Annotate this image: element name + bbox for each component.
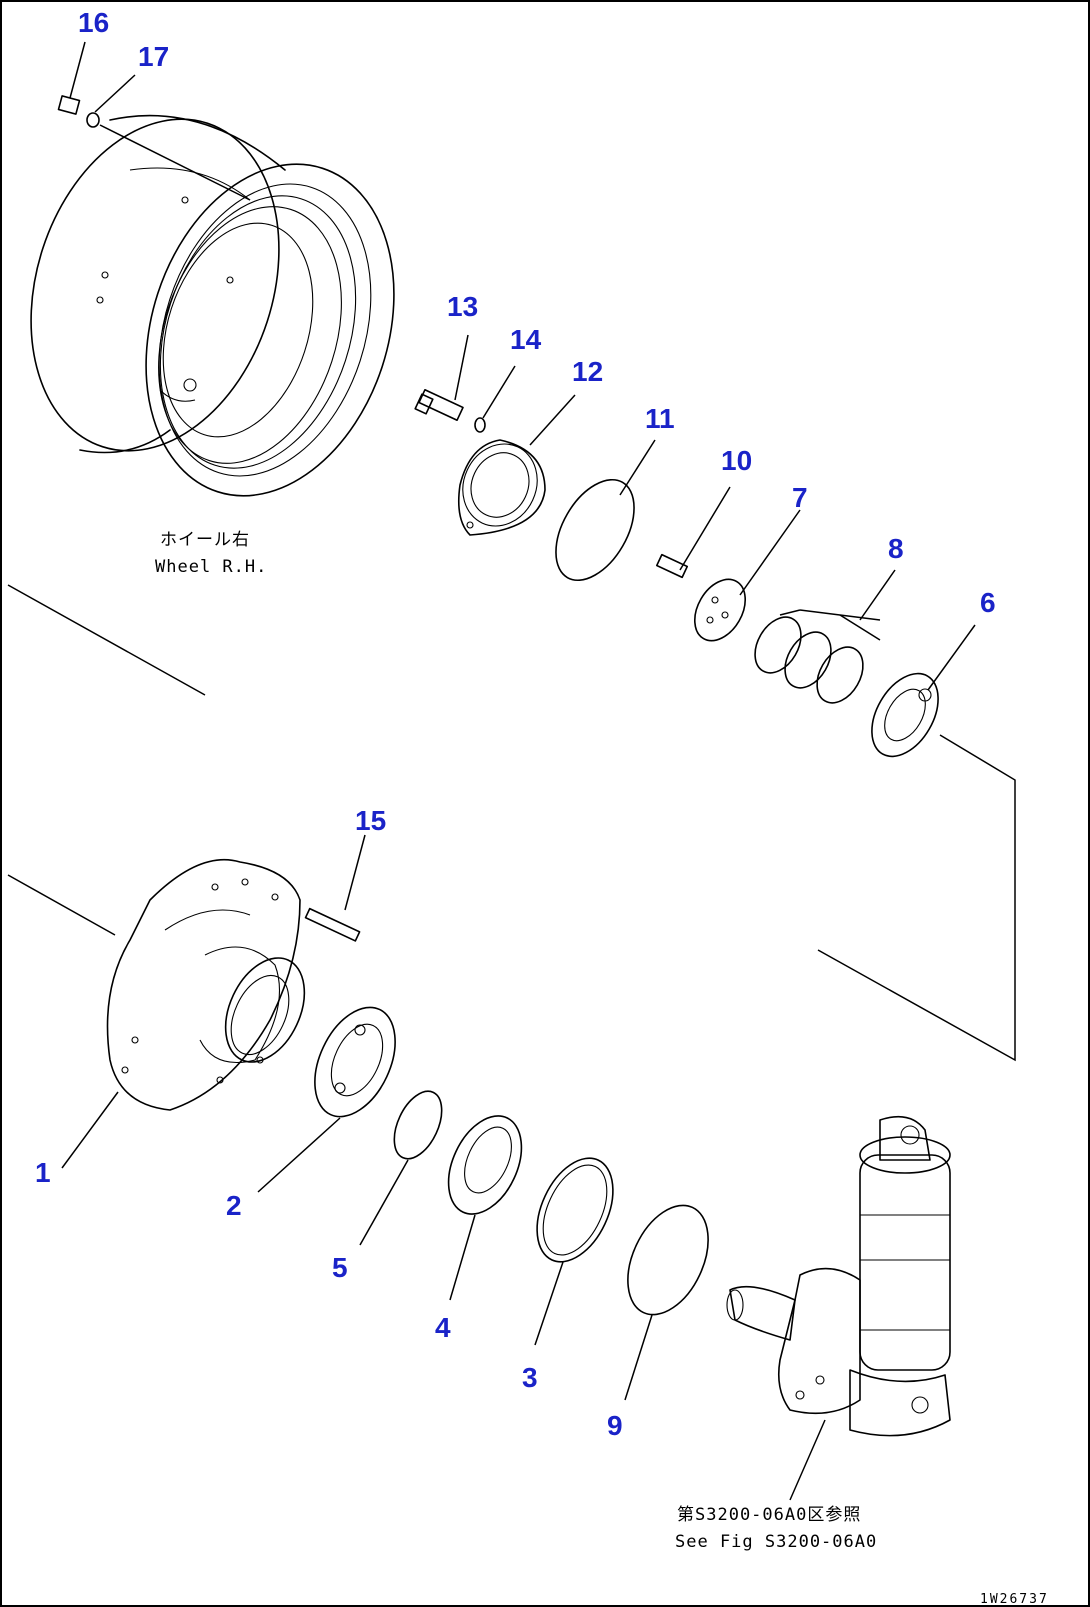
part-13-bolt <box>414 388 464 422</box>
callout-12[interactable]: 12 <box>572 356 603 387</box>
leader-4 <box>449 1214 476 1301</box>
part-5-snap-ring <box>393 1090 443 1160</box>
ref-label-en: See Fig S3200-06A0 <box>675 1532 877 1552</box>
callout-7[interactable]: 7 <box>792 482 808 513</box>
callout-15[interactable]: 15 <box>355 805 386 836</box>
callout-10[interactable]: 10 <box>721 445 752 476</box>
callout-17[interactable]: 17 <box>138 41 169 72</box>
part-7-plate <box>693 578 747 642</box>
callout-13[interactable]: 13 <box>447 291 478 322</box>
part-14-washer <box>474 417 486 433</box>
part-1-hub <box>106 858 306 1111</box>
part-3-ring <box>536 1157 614 1263</box>
callout-6[interactable]: 6 <box>980 587 996 618</box>
callout-4[interactable]: 4 <box>435 1312 451 1343</box>
leader-5 <box>359 1159 409 1246</box>
wheel-label-jp: ホイール右 <box>160 530 250 550</box>
leader-14 <box>482 365 516 419</box>
leader-17 <box>94 74 136 113</box>
part-17-washer <box>86 112 100 128</box>
wheel-rim <box>30 114 395 497</box>
callout-11[interactable]: 11 <box>645 403 675 434</box>
part-16-nut <box>57 95 81 115</box>
leader-15 <box>344 834 366 911</box>
leader-2 <box>257 1117 341 1193</box>
callout-3[interactable]: 3 <box>522 1362 538 1393</box>
axis-line-top <box>7 584 206 696</box>
part-9-gasket <box>627 1204 709 1316</box>
part-12-cover <box>457 439 546 536</box>
leader-11 <box>619 439 656 496</box>
part-2-bearing <box>314 1006 396 1118</box>
leader-9 <box>624 1314 653 1401</box>
callout-5[interactable]: 5 <box>332 1252 348 1283</box>
leader-6 <box>927 624 976 691</box>
callout-14[interactable]: 14 <box>510 324 542 355</box>
callout-9[interactable]: 9 <box>607 1410 623 1441</box>
axis-bracket-right <box>817 734 1016 1062</box>
leader-12 <box>529 394 576 446</box>
leader-1 <box>61 1091 119 1169</box>
drawing-code: 1W26737 <box>980 1592 1049 1607</box>
leader-13 <box>454 334 469 401</box>
axis-line-mid <box>7 874 116 936</box>
stud-line <box>99 124 251 201</box>
callout-8[interactable]: 8 <box>888 533 904 564</box>
callout-16[interactable]: 16 <box>78 7 109 38</box>
leader-ref <box>789 1419 826 1501</box>
part-15-bolt <box>304 907 361 942</box>
part-10-bolt <box>655 553 689 579</box>
part-6-bearing <box>871 672 939 758</box>
part-11-o-ring <box>555 478 635 582</box>
steering-knuckle <box>726 1115 951 1437</box>
part-4-seal <box>447 1115 523 1215</box>
leader-16 <box>69 41 86 99</box>
leader-8 <box>859 569 896 621</box>
leader-7 <box>739 509 801 596</box>
leader-3 <box>534 1261 564 1346</box>
ref-label-jp: 第S3200-06A0区参照 <box>677 1505 861 1525</box>
callout-2[interactable]: 2 <box>226 1190 242 1221</box>
callout-1[interactable]: 1 <box>35 1157 51 1188</box>
part-8-shims <box>754 609 881 704</box>
leader-10 <box>679 486 731 571</box>
wheel-label-en: Wheel R.H. <box>155 557 267 577</box>
